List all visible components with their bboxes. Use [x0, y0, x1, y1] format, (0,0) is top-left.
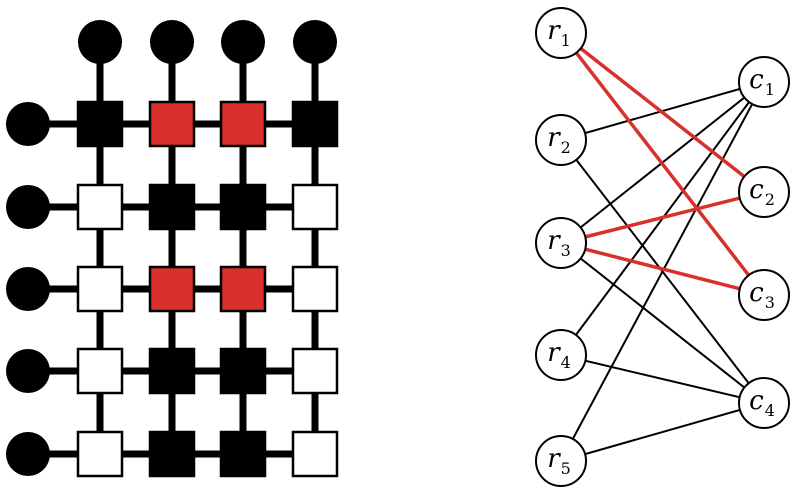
edge-r3-c3: [560, 241, 765, 297]
grid-cell-3-3-red: [219, 265, 267, 313]
grid-cell-3-2-red: [148, 265, 196, 313]
grid-cell-4-2-black: [148, 347, 196, 395]
node-c1: c1: [738, 56, 790, 108]
node-c4: c4: [738, 377, 790, 429]
edge-r1-c2: [559, 31, 766, 194]
grid-cell-1-4-black: [291, 100, 339, 148]
grid-cell-2-3-black: [219, 183, 267, 231]
grid-cell-5-4-white: [291, 430, 339, 478]
node-c2: c2: [738, 166, 790, 218]
grid-cell-1-1-black: [76, 100, 124, 148]
node-circle: [738, 56, 790, 108]
node-circle: [738, 166, 790, 218]
row-head-node-4: [6, 349, 50, 393]
row-head-node-5: [6, 432, 50, 476]
grid-cell-2-1-white: [76, 183, 124, 231]
edge-r3-c2: [560, 190, 765, 245]
node-c3: c3: [738, 269, 790, 321]
grid-cell-4-4-white: [291, 347, 339, 395]
grid-diagram: [6, 20, 339, 478]
node-r1: r1: [535, 7, 587, 59]
grid-cell-5-2-black: [148, 430, 196, 478]
node-circle: [738, 269, 790, 321]
node-label: c2: [749, 175, 775, 209]
node-r5: r5: [535, 435, 587, 487]
row-head-node-3: [6, 267, 50, 311]
grid-cell-4-3-black: [219, 347, 267, 395]
node-label: c1: [749, 65, 775, 99]
grid-cell-5-3-black: [219, 430, 267, 478]
node-r4: r4: [535, 329, 587, 381]
edge-r3-c4: [560, 242, 765, 404]
grid-cell-4-1-white: [76, 347, 124, 395]
node-circle: [535, 435, 587, 487]
node-circle: [535, 217, 587, 269]
node-label: c4: [749, 386, 775, 420]
column-head-node-2: [150, 20, 194, 64]
edge-r4-c4: [560, 354, 765, 404]
column-head-node-3: [221, 20, 265, 64]
node-circle: [535, 329, 587, 381]
grid-cell-2-2-black: [148, 183, 196, 231]
node-label: c3: [749, 278, 775, 312]
edge-r5-c1: [560, 81, 765, 462]
edge-r5-c4: [560, 402, 765, 462]
row-head-node-2: [6, 185, 50, 229]
grid-cell-1-2-red: [148, 100, 196, 148]
row-head-node-1: [6, 102, 50, 146]
graph-edges: [559, 31, 766, 462]
grid-cell-3-1-white: [76, 265, 124, 313]
node-r2: r2: [535, 114, 587, 166]
edge-r1-c3: [559, 31, 766, 297]
node-label: r3: [547, 226, 571, 260]
node-label: r4: [547, 338, 571, 372]
node-circle: [535, 7, 587, 59]
bipartite-graph: r1 r2 r3 r4 r5 c1 c2 c3 c4: [535, 7, 790, 487]
node-circle: [535, 114, 587, 166]
grid-cell-3-4-white: [291, 265, 339, 313]
graph-nodes: r1 r2 r3 r4 r5 c1 c2 c3 c4: [535, 7, 790, 487]
node-label: r2: [547, 123, 571, 157]
node-label: r5: [547, 444, 571, 478]
grid-cell-1-3-red: [219, 100, 267, 148]
node-label: r1: [547, 16, 571, 50]
node-circle: [738, 377, 790, 429]
node-r3: r3: [535, 217, 587, 269]
grid-cell-5-1-white: [76, 430, 124, 478]
column-head-node-4: [293, 20, 337, 64]
column-head-node-1: [78, 20, 122, 64]
grid-cell-2-4-white: [291, 183, 339, 231]
